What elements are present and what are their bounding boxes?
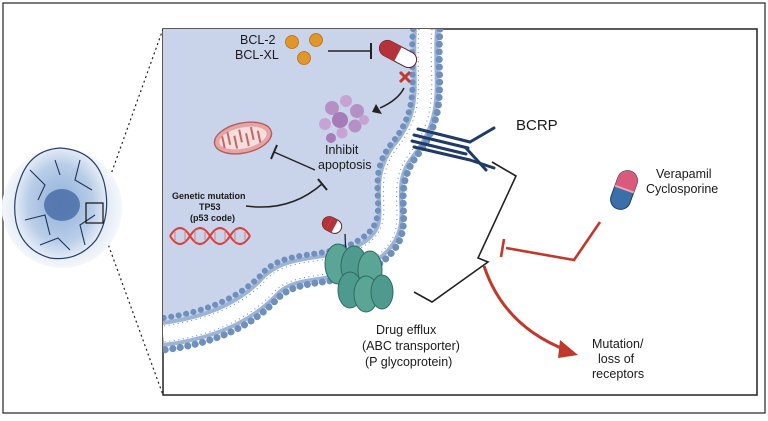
zoom-line-bottom xyxy=(99,221,164,396)
bcrp-label: BCRP xyxy=(516,117,558,134)
bclxl-label: BCL-XL xyxy=(235,48,279,62)
bcrp-receptor-icon xyxy=(410,126,496,172)
abc-transporter-label: (ABC transporter) xyxy=(362,339,460,353)
protein-complex-icon xyxy=(319,95,369,143)
receptors-label: receptors xyxy=(592,367,644,381)
mutation-arrow xyxy=(482,265,578,358)
bcl-protein-icon xyxy=(285,33,323,65)
drug-capsule-icon xyxy=(378,39,418,69)
drug-efflux-label: Drug efflux xyxy=(376,323,437,337)
genetic-mutation-label: Genetic mutation xyxy=(172,191,246,201)
verapamil-capsule-icon xyxy=(610,170,638,210)
cell-membrane xyxy=(163,29,444,354)
verapamil-inhibition-arrow xyxy=(499,221,602,262)
inhibit-label: Inhibit xyxy=(325,143,359,157)
abc-transporter-icon xyxy=(321,216,394,313)
dna-icon xyxy=(169,227,251,245)
mito-inhibition-arrow xyxy=(270,144,316,171)
mutation-inhibition-arrow xyxy=(245,178,328,208)
loss-of-label: loss of xyxy=(598,352,635,366)
tp53-label: TP53 xyxy=(199,202,221,212)
p-glycoprotein-label: (P glycoprotein) xyxy=(365,355,452,369)
bcl2-label: BCL-2 xyxy=(240,33,275,47)
tumor-cell-icon xyxy=(2,147,122,268)
apoptosis-label: apoptosis xyxy=(318,158,372,172)
cyclosporine-label: Cyclosporine xyxy=(646,182,718,196)
block-x-icon xyxy=(398,70,412,84)
efflux-bracket xyxy=(413,161,518,303)
bcl-inhibition-arrow xyxy=(328,43,372,59)
mitochondrion-icon xyxy=(213,121,273,155)
mutation-label: Mutation/ xyxy=(592,337,644,351)
p53-code-label: (p53 code) xyxy=(190,213,235,223)
capsule-to-protein-arrow xyxy=(372,87,405,114)
verapamil-label: Verapamil xyxy=(656,167,712,181)
